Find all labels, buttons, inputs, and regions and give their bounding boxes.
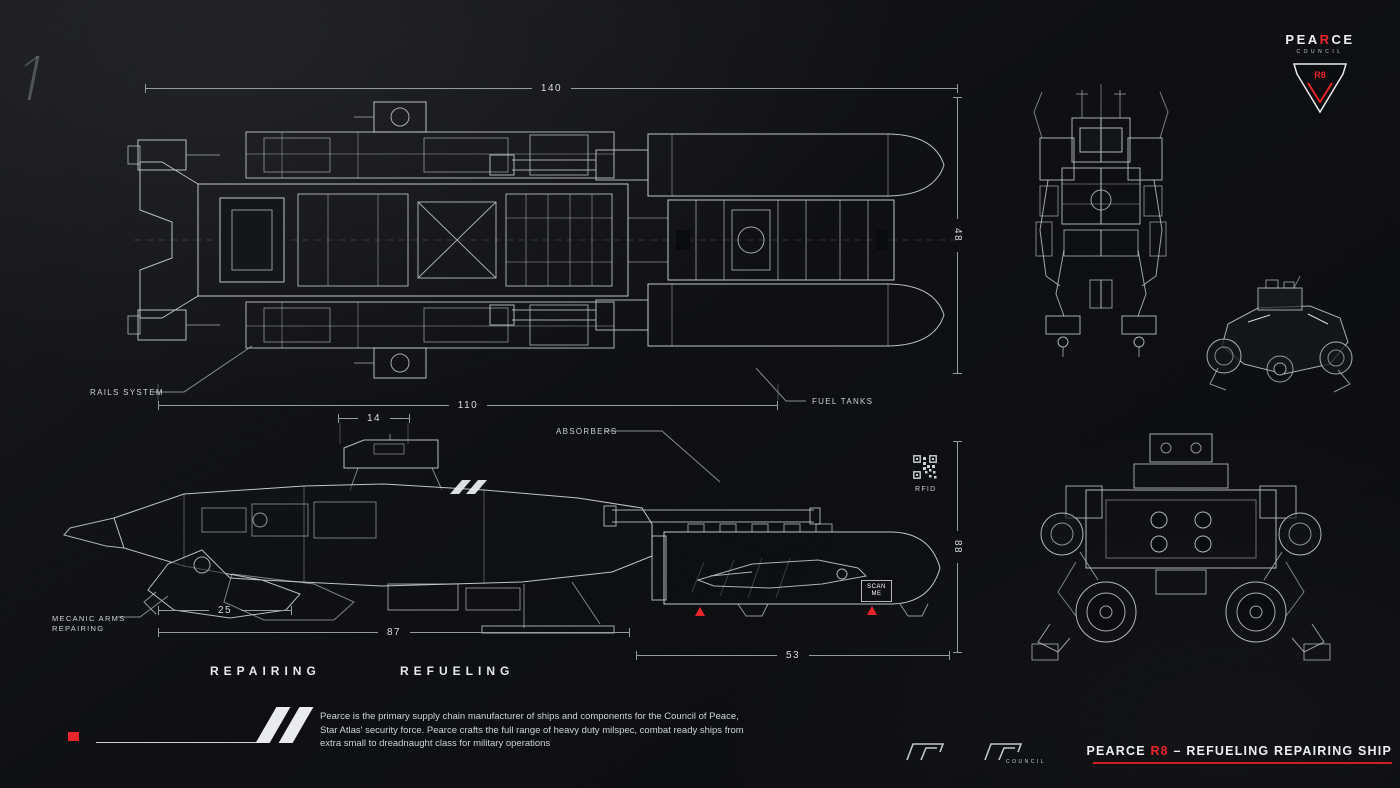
dim-line (487, 405, 778, 406)
label-mecanic-arms-line2: REPAIRING (52, 623, 105, 633)
dim-line (957, 563, 958, 652)
dim-line (410, 632, 629, 633)
dim-value: 110 (457, 400, 479, 411)
section-title-refueling: REFUELING (400, 664, 515, 678)
scan-me-marker: SCAN ME (861, 580, 892, 602)
label-absorbers: ABSORBERS (556, 427, 618, 436)
dim-tank-length: 53 (636, 650, 950, 661)
dim-repair-arm-length: 25 (158, 605, 292, 616)
dim-overall-width: 48 (952, 97, 963, 374)
section-title-repairing: REPAIRING (210, 664, 321, 678)
brand-wordmark: PEARCE (1276, 32, 1364, 47)
slash-decoration (255, 707, 314, 743)
dim-line (339, 418, 358, 419)
warning-triangle-icon (867, 606, 877, 615)
dim-line (571, 88, 957, 89)
pearce-logo: PEARCE COUNCIL R8 (1276, 32, 1364, 121)
dim-line (809, 655, 949, 656)
brand-post: CE (1331, 32, 1355, 47)
dim-line (159, 405, 449, 406)
badge-label: R8 (1314, 70, 1326, 80)
footer-divider-line (96, 742, 258, 743)
top-view-drawing (127, 101, 962, 379)
warning-triangle-icon (695, 607, 705, 616)
dim-value: 14 (366, 413, 382, 424)
ship-title-pre: PEARCE (1086, 744, 1151, 758)
dim-line (957, 251, 958, 373)
council-label: COUNCIL (1006, 759, 1047, 765)
label-mecanic-arms-line1: MECANIC ARMS (52, 614, 126, 623)
dim-value: 25 (217, 605, 233, 616)
red-marker (68, 732, 79, 741)
ship-title-post: – REFUELING REPAIRING SHIP (1168, 744, 1392, 758)
dim-line (957, 442, 958, 531)
label-rfid: RFID (915, 486, 937, 493)
label-mecanic-arms: MECANIC ARMS REPAIRING (52, 614, 126, 633)
dim-line (390, 418, 409, 419)
dim-hull-length: 87 (158, 627, 630, 638)
title-underline (1093, 762, 1392, 764)
description-line: extra small to dreadnaught class for mil… (320, 738, 551, 749)
dim-fin-length: 14 (338, 413, 410, 424)
brand-pre: PEA (1285, 32, 1320, 47)
dim-overall-length: 140 (145, 83, 958, 94)
dim-profile-height: 88 (952, 441, 963, 653)
pearce-badge-icon: R8 (1292, 63, 1348, 114)
dim-line (159, 632, 378, 633)
dim-value: 88 (952, 539, 963, 555)
dim-line (957, 98, 958, 220)
brand-subtitle: COUNCIL (1296, 49, 1344, 55)
description-line: Star Atlas' security force. Pearce craft… (320, 724, 744, 736)
council-logo-icon (906, 743, 1023, 761)
bottom-view-drawing (1031, 433, 1331, 661)
dim-line (241, 610, 291, 611)
perspective-view-drawing (1206, 275, 1353, 393)
ship-title-model: R8 (1150, 744, 1169, 758)
label-fuel-tanks: FUEL TANKS (812, 397, 874, 406)
dim-body-length: 110 (158, 400, 778, 411)
dim-value: 87 (386, 627, 402, 638)
side-view-drawing (63, 434, 941, 634)
dim-value: 48 (952, 228, 963, 243)
dim-line (146, 88, 532, 89)
front-view-drawing (1033, 84, 1169, 358)
dim-value: 53 (785, 650, 801, 661)
label-rails-system: RAILS SYSTEM (90, 388, 164, 397)
ship-description: Pearce is the primary supply chain manuf… (320, 710, 760, 751)
rfid-qr-code (913, 455, 937, 479)
description-line: Pearce is the primary supply chain manuf… (320, 711, 739, 722)
dim-value: 140 (540, 83, 563, 94)
ship-title: PEARCE R8 – REFUELING REPAIRING SHIP (1000, 744, 1392, 758)
brand-red-letter: R (1319, 32, 1332, 47)
dim-line (637, 655, 777, 656)
dim-line (159, 610, 209, 611)
corner-mark-decoration (24, 55, 40, 101)
